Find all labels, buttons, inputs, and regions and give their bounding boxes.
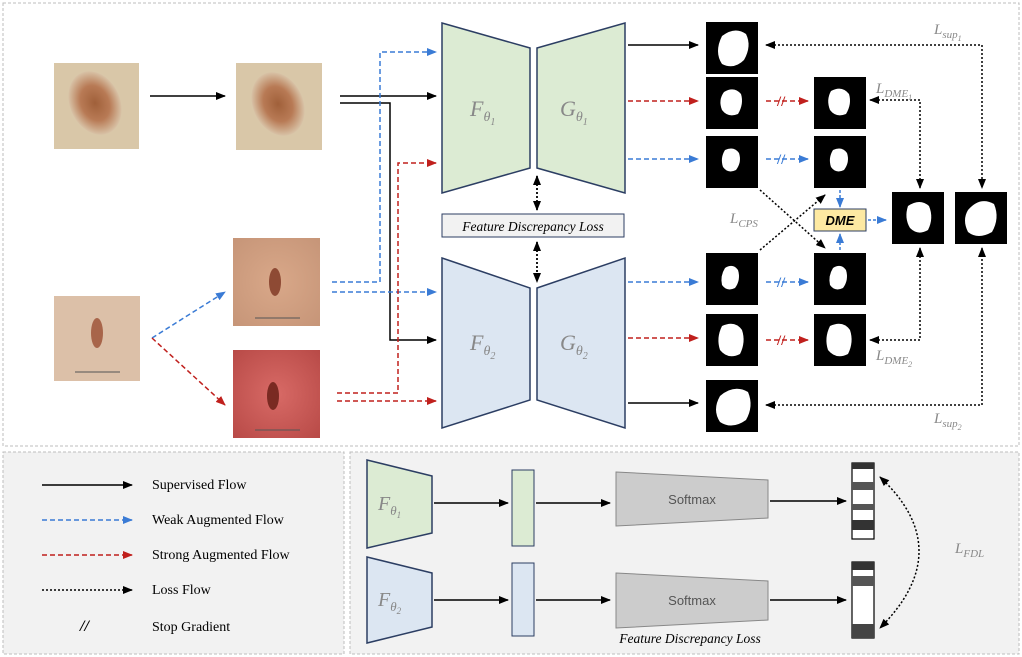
dme-box [813,208,867,232]
legend-loss-label: Loss Flow [152,583,212,598]
encoder-F2 [441,256,531,430]
svg-text://: // [776,94,786,110]
dme-label: DME [826,213,855,228]
encoder-F2-label: Fθ2 [469,330,495,362]
labeled-image-copy [236,63,322,150]
svg-text://: // [776,152,786,168]
svg-text://: // [776,275,786,291]
l-sup1-label: Lsup1 [933,22,962,43]
mask-pred2-weak [706,253,758,305]
fd-loss-box [441,213,625,238]
mask-sg2-weak [814,253,866,305]
l-dme1-label: LDME1 [875,81,912,102]
fd-loss-label: Feature Discrepancy Loss [461,219,603,234]
cps-cross-down [759,189,826,249]
decoder-G2-label: Gθ2 [560,330,588,362]
legend: Supervised Flow Weak Augmented Flow Stro… [42,478,291,635]
prob-vector-2 [851,561,875,639]
l-sup2-label: Lsup2 [933,411,962,432]
l-dme2-label: LDME2 [875,348,912,369]
labeled-image [54,63,139,149]
l-cps-label: LCPS [729,211,758,230]
mask-pred1-weak [706,136,758,188]
detail-F1-label: Fθ1 [377,493,401,520]
prob-vector-1 [851,462,875,540]
mask-sg2-strong [814,314,866,366]
feature-vector-1 [511,469,535,547]
softmax-1 [615,471,769,527]
encoder-F1 [441,22,531,194]
mask-sup1 [706,22,758,74]
l-fdl-label: LFDL [954,541,984,560]
weak-augmented-image [233,238,320,326]
detail-caption: Feature Discrepancy Loss [618,631,760,646]
softmax-2 [615,572,769,629]
sup2-loss-flow [765,247,986,409]
strong-flow-F1 [337,159,437,394]
mask-sg1-strong [814,77,866,129]
detail-encoder-F1 [366,459,433,549]
softmax-1-label: Softmax [668,492,716,507]
mask-sg1-weak [814,136,866,188]
unlabeled-image [54,296,140,381]
legend-supervised-label: Supervised Flow [152,478,247,493]
mask-pred2-strong [706,314,758,366]
dme1-loss-flow [869,96,924,189]
feature-vector-2 [511,562,535,637]
weak-aug-arrow [151,291,226,339]
strong-augmented-image [233,350,320,438]
mask-dme-out [892,192,944,244]
legend-weak-label: Weak Augmented Flow [152,513,285,528]
sup-flow-F2 [340,102,437,344]
weak-flow-F1 [332,48,437,283]
stop-gradient-icon: // [79,618,90,635]
legend-stop-gradient-label: Stop Gradient [152,620,230,635]
softmax-2-label: Softmax [668,593,716,608]
svg-text://: // [776,333,786,349]
dme2-loss-flow [869,247,924,344]
strong-aug-arrow [151,337,226,406]
decoder-G2 [536,256,626,430]
mask-gt [955,192,1007,244]
detail-F2-label: Fθ2 [377,589,402,616]
sup1-loss-flow [765,41,986,189]
mask-pred1-strong [706,77,758,129]
encoder-F1-label: Fθ1 [469,96,495,128]
decoder-G1 [536,22,626,194]
legend-strong-label: Strong Augmented Flow [152,548,291,563]
detail-encoder-F2 [366,556,433,644]
mask-sup2 [706,380,758,432]
decoder-G1-label: Gθ1 [560,96,588,128]
